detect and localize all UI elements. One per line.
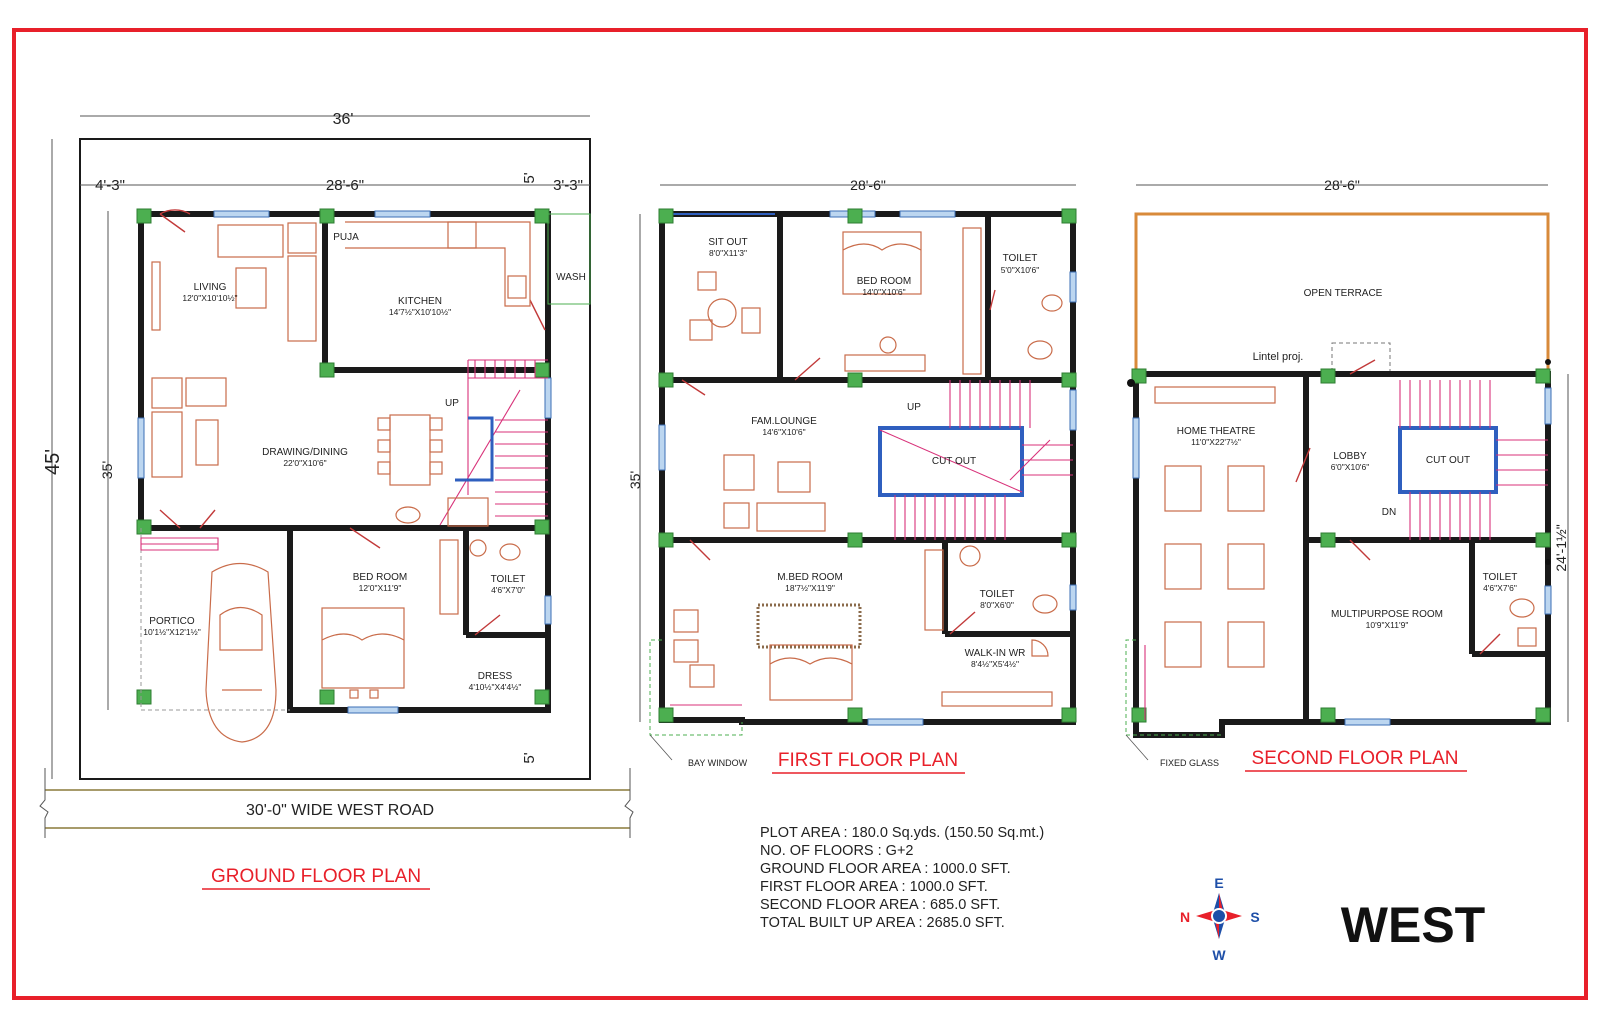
sf-theatre-size: 11'0"X22'7½" (1191, 437, 1241, 447)
gf-inner-depth: 35' (99, 461, 115, 479)
gf-bottom-setback: 5' (521, 752, 538, 763)
sf-theatre-label: HOME THEATRE (1177, 426, 1256, 437)
gf-portico-label: PORTICO (149, 616, 195, 627)
info-line: TOTAL BUILT UP AREA : 2685.0 SFT. (760, 915, 1005, 931)
ground-floor-title: GROUND FLOOR PLAN (211, 866, 421, 887)
gf-bed-size: 12'0"X11'9" (359, 583, 402, 593)
ff-mbed-size: 18'7½"X11'9" (785, 583, 835, 593)
sf-cutout-label: CUT OUT (1426, 455, 1470, 466)
compass-east: E (1214, 875, 1223, 891)
compass-west: W (1212, 947, 1226, 963)
gf-overall-depth: 45' (42, 449, 64, 475)
second-floor-title: SECOND FLOOR PLAN (1252, 748, 1459, 769)
ff-toilet2-size: 8'0"X6'0" (980, 600, 1014, 610)
gf-overall-width: 36' (333, 111, 354, 128)
gf-living-size: 12'0"X10'10½" (182, 293, 237, 303)
ff-depth: 35' (627, 471, 643, 489)
ff-toilet2-label: TOILET (980, 589, 1015, 600)
sf-depth: 24'-1½" (1553, 524, 1569, 571)
ff-bay-label: BAY WINDOW (688, 758, 748, 768)
gf-inner-width: 28'-6" (326, 177, 364, 194)
gf-kitchen-size: 14'7½"X10'10½" (389, 307, 451, 317)
ff-sitout-size: 8'0"X11'3" (709, 248, 747, 258)
gf-drawing-size: 22'0"X10'6" (283, 458, 326, 468)
ff-walkin-size: 8'4½"X5'4½" (971, 659, 1019, 669)
plot-boundary (79, 138, 591, 780)
gf-up-label: UP (445, 398, 459, 409)
second-floor-plan: 28'-6" 24'-1½" (1125, 177, 1569, 772)
gf-living-label: LIVING (194, 282, 227, 293)
ff-walkin-label: WALK-IN WR (965, 648, 1026, 659)
gf-portico-size: 10'1½"X12'1½" (143, 627, 201, 637)
sheet-border (12, 28, 1588, 1000)
area-info: PLOT AREA : 180.0 Sq.yds. (150.50 Sq.mt.… (760, 825, 1044, 931)
info-line: NO. OF FLOORS : G+2 (760, 843, 914, 859)
sf-multi-label: MULTIPURPOSE ROOM (1331, 609, 1443, 620)
ff-bed-size: 14'0"X10'6" (862, 287, 905, 297)
gf-puja-label: PUJA (333, 232, 359, 243)
sf-terrace-label: OPEN TERRACE (1304, 288, 1383, 299)
compass-icon: E N S W (1180, 875, 1260, 963)
ff-bed-label: BED ROOM (857, 276, 911, 287)
first-floor-title: FIRST FLOOR PLAN (778, 750, 958, 771)
gf-top-setback: 5' (521, 172, 538, 183)
info-line: SECOND FLOOR AREA : 685.0 SFT. (760, 897, 1000, 913)
gf-toilet-size: 4'6"X7'0" (491, 585, 525, 595)
sf-multi-size: 10'9"X11'9" (1366, 620, 1409, 630)
ff-mbed-label: M.BED ROOM (777, 572, 843, 583)
sf-toilet-size: 4'6"X7'6" (1483, 583, 1517, 593)
sf-fixed-label: FIXED GLASS (1160, 758, 1219, 768)
gf-toilet-label: TOILET (491, 574, 526, 585)
sf-lintel-label: Lintel proj. (1253, 351, 1304, 363)
gf-bed-label: BED ROOM (353, 572, 407, 583)
ff-lounge-size: 14'6"X10'6" (762, 427, 805, 437)
ff-up-label: UP (907, 402, 921, 413)
sf-toilet-label: TOILET (1483, 572, 1518, 583)
ff-toilet1-label: TOILET (1003, 253, 1038, 264)
sf-lobby-size: 6'0"X10'6" (1331, 462, 1370, 472)
gf-left-setback: 4'-3" (95, 177, 125, 194)
ff-sitout-label: SIT OUT (708, 237, 747, 248)
compass-north: N (1180, 909, 1190, 925)
ground-floor-plan: 36' 4'-3" 28'-6" 3'-3" 5' 5' 45' 35' (39, 111, 634, 890)
gf-wash-label: WASH (556, 272, 586, 283)
sf-width: 28'-6" (1324, 177, 1360, 193)
ff-toilet1-size: 5'0"X10'6" (1001, 265, 1040, 275)
ff-lounge-label: FAM.LOUNGE (751, 416, 817, 427)
road-label: 30'-0" WIDE WEST ROAD (246, 802, 434, 819)
gf-right-setback: 3'-3" (553, 177, 583, 194)
gf-drawing-label: DRAWING/DINING (262, 447, 348, 458)
info-line: PLOT AREA : 180.0 Sq.yds. (150.50 Sq.mt.… (760, 825, 1044, 841)
compass-south: S (1250, 909, 1259, 925)
ff-cutout-label: CUT OUT (932, 456, 976, 467)
sf-lobby-label: LOBBY (1333, 451, 1367, 462)
sf-dn-label: DN (1382, 507, 1396, 518)
info-line: GROUND FLOOR AREA : 1000.0 SFT. (760, 861, 1011, 877)
gf-kitchen-label: KITCHEN (398, 296, 442, 307)
facing-label: WEST (1341, 897, 1485, 953)
first-floor-plan: 28'-6" 35' (627, 177, 1077, 774)
ff-width: 28'-6" (850, 177, 886, 193)
gf-dress-size: 4'10½"X4'4½" (469, 682, 522, 692)
gf-dress-label: DRESS (478, 671, 513, 682)
info-line: FIRST FLOOR AREA : 1000.0 SFT. (760, 879, 988, 895)
